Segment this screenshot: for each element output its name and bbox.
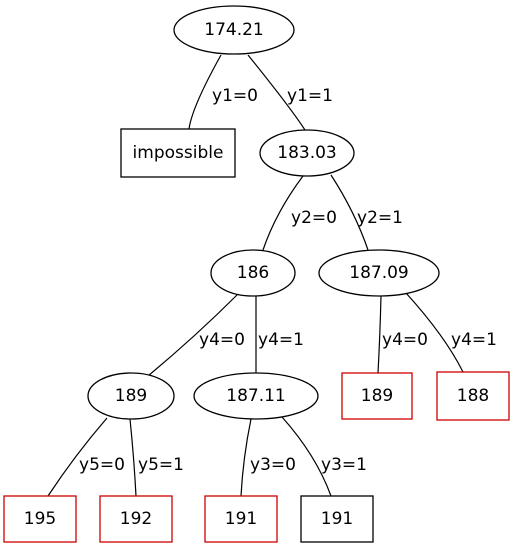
edge-line [47,417,108,497]
node-label: 183.03 [277,143,336,163]
leaf-node: 188 [436,371,510,421]
node-label: 187.11 [226,386,285,406]
edge-line [240,418,252,497]
decision-node: 187.11 [193,372,319,420]
node-label: 174.21 [204,20,263,40]
node-label: 188 [457,386,489,406]
edge-label: y1=1 [287,86,333,106]
edge-line [247,54,306,131]
tree-edge: y4=1 [255,295,304,373]
edge-label: y4=1 [451,330,497,350]
edge-line [188,54,222,130]
tree-edge: y4=0 [147,293,245,377]
edge-line [281,416,332,497]
leaf-node: 191 [300,495,374,543]
decision-node: 189 [87,372,175,420]
leaf-node: 189 [341,372,413,420]
leaf-node: impossible [120,128,236,178]
node-ellipse [318,249,440,297]
tree-edge: y3=0 [240,418,296,497]
edge-label: y5=1 [138,455,184,475]
node-box [436,371,510,421]
node-box [204,495,278,543]
edge-line [330,174,369,251]
tree-edge: y5=1 [129,418,184,497]
node-ellipse [210,249,296,297]
tree-edge: y5=0 [47,417,125,497]
leaf-node: 195 [3,495,77,543]
edge-label: y5=0 [79,455,125,475]
node-label: 191 [321,509,353,529]
edge-label: y2=0 [291,208,337,228]
node-box [300,495,374,543]
node-ellipse [173,5,295,55]
node-label: 186 [237,263,269,283]
decision-node: 174.21 [173,5,295,55]
edge-line [405,292,464,373]
decision-node: 187.09 [318,249,440,297]
edge-label: y1=0 [212,86,258,106]
tree-edge: y1=0 [188,54,258,130]
edge-line [147,293,239,377]
node-label: 195 [24,509,56,529]
node-label: 189 [115,386,147,406]
node-ellipse [87,372,175,420]
edge-label: y3=1 [321,455,367,475]
node-box [120,128,236,178]
edge-line [129,418,137,497]
edge-label: y2=1 [357,208,403,228]
node-box [99,495,173,543]
node-label: 189 [361,386,393,406]
tree-edge: y2=1 [330,174,403,251]
tree-edge: y2=0 [262,175,337,251]
edge-line [262,175,304,251]
node-box [341,372,413,420]
leaf-node: 191 [204,495,278,543]
edge-label: y4=1 [258,330,304,350]
decision-node: 183.03 [259,129,355,177]
node-layer: 174.21 impossible 183.03 186 187.09 189 187.11… [3,5,510,543]
edge-label: y4=0 [199,330,245,350]
edge-label: y4=0 [382,330,428,350]
edge-label: y3=0 [250,455,296,475]
node-ellipse [259,129,355,177]
decision-node: 186 [210,249,296,297]
tree-edge: y3=1 [281,416,367,497]
edge-line [377,295,382,374]
tree-edge: y4=0 [377,295,428,374]
leaf-node: 192 [99,495,173,543]
tree-edge: y1=1 [247,54,333,131]
node-ellipse [193,372,319,420]
node-label: impossible [133,143,224,163]
node-box [3,495,77,543]
node-label: 187.09 [349,263,408,283]
tree-edge: y4=1 [405,292,497,373]
node-label: 192 [120,509,152,529]
edge-layer: y1=0 y1=1 y2=0 y2=1 y4=0 y4=1 y4=0 y4=1 y5=0 y5=1… [47,54,497,497]
node-label: 191 [225,509,257,529]
